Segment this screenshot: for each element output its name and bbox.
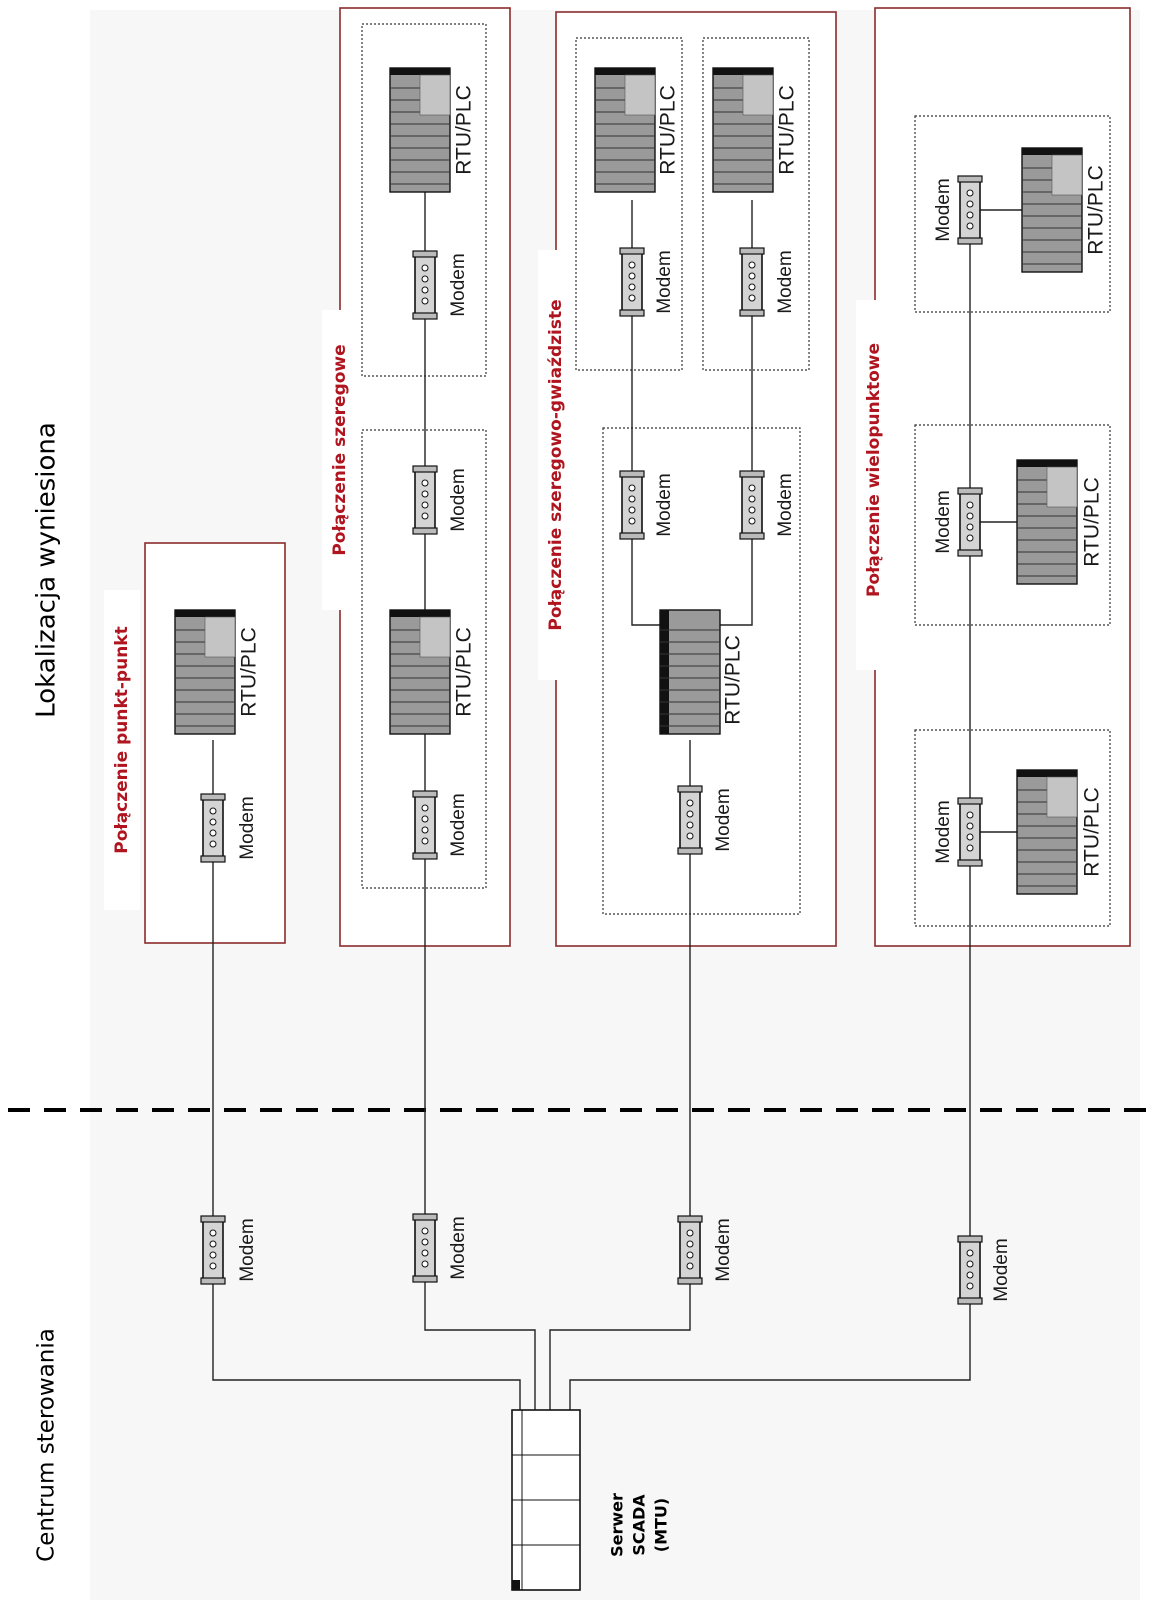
modem-label: Modem: [654, 250, 675, 313]
rtu-plc-icon: [389, 609, 451, 735]
wire: [549, 740, 691, 1410]
modem-label: Modem: [237, 1218, 258, 1281]
rtu-plc-icon: [1016, 769, 1078, 895]
modem-label: Modem: [933, 178, 954, 241]
server-label-line1: Serwer: [608, 1493, 627, 1557]
dashed-group: [702, 37, 810, 371]
rtu-plc-icon: [659, 609, 721, 735]
rtu-plc-icon: [389, 67, 451, 193]
rtu-plc-icon: [1016, 459, 1078, 585]
modem-label: Modem: [654, 473, 675, 536]
modem-icon: [957, 1235, 983, 1305]
box-multipoint: [874, 7, 1131, 947]
dashed-group: [575, 37, 683, 371]
section-title-point-to-point: Połączenie punkt-punkt: [112, 626, 132, 853]
modem-label: Modem: [775, 250, 796, 313]
modem-label: Modem: [713, 1218, 734, 1281]
modem-label: Modem: [933, 800, 954, 863]
modem-icon: [619, 470, 645, 540]
rtu-plc-label: RTU/PLC: [453, 627, 476, 716]
wire: [212, 760, 521, 1410]
modem-label: Modem: [933, 490, 954, 553]
modem-icon: [412, 250, 438, 320]
modem-label: Modem: [448, 793, 469, 856]
modem-label: Modem: [448, 1216, 469, 1279]
dashed-group: [914, 729, 1111, 927]
wire: [720, 200, 753, 626]
modem-icon: [957, 797, 983, 867]
rtu-plc-label: RTU/PLC: [722, 635, 745, 724]
rtu-plc-icon: [174, 609, 236, 735]
rtu-plc-label: RTU/PLC: [453, 85, 476, 174]
server-label-line2: SCADA: [630, 1494, 649, 1556]
modem-icon: [677, 785, 703, 855]
rtu-plc-label: RTU/PLC: [776, 85, 799, 174]
modem-label: Modem: [713, 788, 734, 851]
label-backing: [538, 250, 574, 680]
section-title-series-star: Połączenie szeregowo-gwiaździste: [546, 299, 566, 630]
modem-icon: [200, 1215, 226, 1285]
section-title-series: Połączenie szeregowe: [330, 344, 350, 555]
wire: [631, 200, 660, 626]
dashed-group: [914, 424, 1111, 626]
label-backing: [856, 300, 892, 670]
modem-label: Modem: [448, 253, 469, 316]
modem-label: Modem: [775, 473, 796, 536]
modem-icon: [412, 465, 438, 535]
modem-icon: [739, 470, 765, 540]
rtu-plc-label: RTU/PLC: [238, 627, 261, 716]
rtu-plc-label: RTU/PLC: [1081, 477, 1104, 566]
control-center-title: Centrum sterowania: [34, 1328, 60, 1562]
scada-server-icon: [511, 1409, 581, 1591]
modem-icon: [957, 175, 983, 245]
modem-icon: [200, 793, 226, 863]
modem-label: Modem: [237, 796, 258, 859]
box-point-to-point: [144, 542, 286, 944]
rtu-plc-icon: [712, 67, 774, 193]
modem-icon: [619, 247, 645, 317]
modem-label: Modem: [448, 468, 469, 531]
section-title-multipoint: Połączenie wielopunktowe: [864, 343, 884, 597]
wire: [569, 210, 971, 1410]
dashed-group: [361, 429, 487, 889]
label-backing: [322, 310, 358, 610]
rtu-plc-icon: [594, 67, 656, 193]
rtu-plc-label: RTU/PLC: [1085, 165, 1108, 254]
modem-icon: [677, 1215, 703, 1285]
dashed-group: [914, 115, 1111, 313]
modem-icon: [412, 1213, 438, 1283]
rtu-plc-icon: [1021, 147, 1083, 273]
rtu-plc-label: RTU/PLC: [657, 85, 680, 174]
dashed-group: [361, 23, 487, 377]
remote-site-title: Lokalizacja wyniesiona: [32, 422, 62, 718]
modem-icon: [739, 247, 765, 317]
modem-label: Modem: [991, 1238, 1012, 1301]
rtu-plc-label: RTU/PLC: [1081, 787, 1104, 876]
label-backing: [104, 590, 140, 910]
server-label-line3: (MTU): [652, 1498, 671, 1552]
modem-icon: [957, 487, 983, 557]
modem-icon: [412, 790, 438, 860]
dashed-group: [602, 427, 801, 915]
